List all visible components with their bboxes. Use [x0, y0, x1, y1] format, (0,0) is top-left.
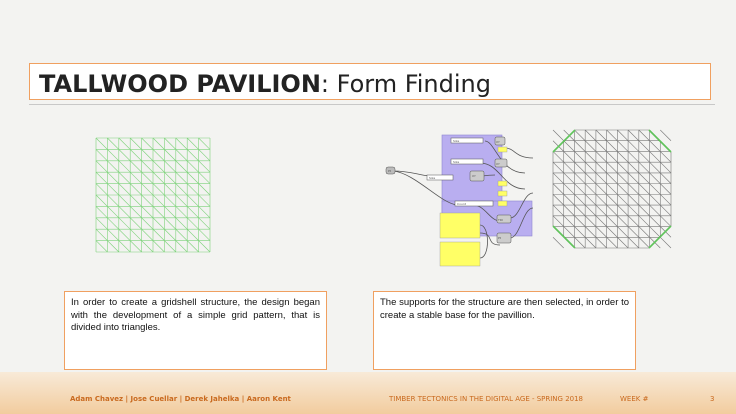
grid-diagonal	[552, 151, 650, 249]
svg-text:Size: Size	[453, 139, 459, 143]
grid-diagonal	[118, 137, 211, 230]
wire-4	[484, 140, 526, 174]
wire-6	[504, 147, 534, 159]
node-panel-large-2[interactable]	[439, 241, 481, 267]
title-rest: : Form Finding	[320, 70, 491, 98]
title-bold: TALLWOOD PAVILION	[39, 70, 321, 98]
grid-diagonal	[638, 129, 672, 163]
grid-diagonal	[198, 137, 211, 150]
grid-diagonal	[152, 137, 211, 196]
wire-2	[392, 170, 458, 206]
node-slider-3[interactable]	[426, 174, 454, 181]
grid-diagonal	[552, 204, 597, 249]
description-right: The supports for the structure are then …	[373, 291, 636, 370]
support-edge	[552, 129, 576, 153]
grid-diagonal	[95, 137, 211, 253]
svg-text:Pt: Pt	[498, 236, 502, 240]
title-rule	[29, 104, 715, 105]
grid-diagonal	[606, 129, 672, 195]
node-component-2[interactable]	[494, 158, 508, 168]
node-component-5[interactable]	[496, 232, 512, 244]
grid-diagonal	[660, 129, 672, 141]
grid-diagonal	[574, 129, 672, 227]
wire-9	[509, 192, 534, 219]
grid-diagonal	[552, 129, 672, 249]
grid-diagonal	[95, 240, 108, 253]
node-panel-3[interactable]	[497, 190, 508, 197]
wire-11	[479, 224, 488, 259]
svg-text:TRI: TRI	[497, 218, 503, 222]
node-slider-4[interactable]	[454, 200, 494, 207]
wire-5	[479, 162, 526, 190]
description-left: In order to create a gridshell structure…	[64, 291, 327, 370]
grid-diagonal	[563, 129, 672, 238]
grid-diagonal	[107, 137, 211, 241]
grid-diagonal	[95, 149, 199, 253]
grid-diagonal	[552, 215, 586, 249]
svg-text:XY: XY	[496, 162, 500, 166]
node-panel-2[interactable]	[497, 180, 508, 187]
grid-diagonal	[584, 129, 672, 217]
grid-diagonal	[186, 137, 211, 162]
svg-text:XY: XY	[472, 174, 476, 178]
grid-diagonal	[164, 137, 211, 184]
footer-course: TIMBER TECTONICS IN THE DIGITAL AGE - SP…	[389, 395, 584, 403]
svg-text:Count: Count	[457, 202, 467, 206]
grid-diagonal	[95, 217, 131, 253]
grid-diagonal	[552, 140, 661, 249]
node-panel-large-1[interactable]	[439, 212, 481, 239]
footer-authors: Adam Chavez | Jose Cuellar | Derek Jahel…	[70, 395, 291, 403]
svg-text:Pt: Pt	[388, 169, 392, 173]
grid-diagonal	[95, 183, 165, 253]
wire-8	[479, 232, 501, 246]
grid-diagonal	[95, 171, 177, 253]
node-panel-1[interactable]	[497, 146, 508, 153]
grid-diagonal	[95, 228, 120, 253]
node-slider-2[interactable]	[450, 158, 484, 165]
grid-diagonal	[649, 129, 672, 152]
grid-diagonal	[552, 172, 629, 249]
footer-week: WEEK #	[620, 395, 649, 403]
node-labels: Size Size Size Count XY XY XY TRI Pt Pt	[388, 139, 503, 240]
node-point[interactable]	[385, 166, 396, 175]
svg-text:XY: XY	[496, 140, 500, 144]
node-component-4[interactable]	[496, 214, 512, 224]
grid-diagonal	[175, 137, 211, 173]
wire-10	[509, 207, 534, 239]
node-component-3[interactable]	[469, 170, 485, 182]
grid-diagonal	[141, 137, 211, 207]
grid-diagonal	[552, 194, 607, 249]
input-nodes	[385, 136, 512, 267]
support-edge	[648, 129, 672, 153]
grid-diagonal	[617, 129, 672, 184]
grasshopper-definition: Size Size Size Count XY XY XY TRI Pt Pt	[385, 134, 534, 267]
grid-diagonal	[627, 129, 672, 174]
grid-diagonal	[95, 206, 142, 253]
svg-text:Size: Size	[453, 160, 459, 164]
node-component-1[interactable]	[494, 136, 506, 146]
grid-diagonal	[595, 129, 672, 206]
slide-title: TALLWOOD PAVILION: Form Finding	[39, 70, 491, 98]
grid-diagonal	[552, 183, 618, 249]
support-edge	[552, 225, 576, 249]
grid-diagonal	[129, 137, 211, 219]
grid-diagonal	[95, 160, 188, 253]
title-box: TALLWOOD PAVILION: Form Finding	[29, 63, 711, 100]
svg-text:Size: Size	[429, 176, 435, 180]
node-panel-4[interactable]	[497, 200, 508, 207]
support-edge	[648, 225, 672, 249]
grid-diagonal	[552, 226, 575, 249]
node-slider-1[interactable]	[450, 137, 484, 144]
footer-page-number: 3	[710, 395, 715, 403]
grid-diagonal	[95, 194, 154, 253]
grid-diagonal	[552, 161, 640, 249]
grid-diagonal	[552, 237, 564, 249]
footer-band	[0, 372, 736, 414]
